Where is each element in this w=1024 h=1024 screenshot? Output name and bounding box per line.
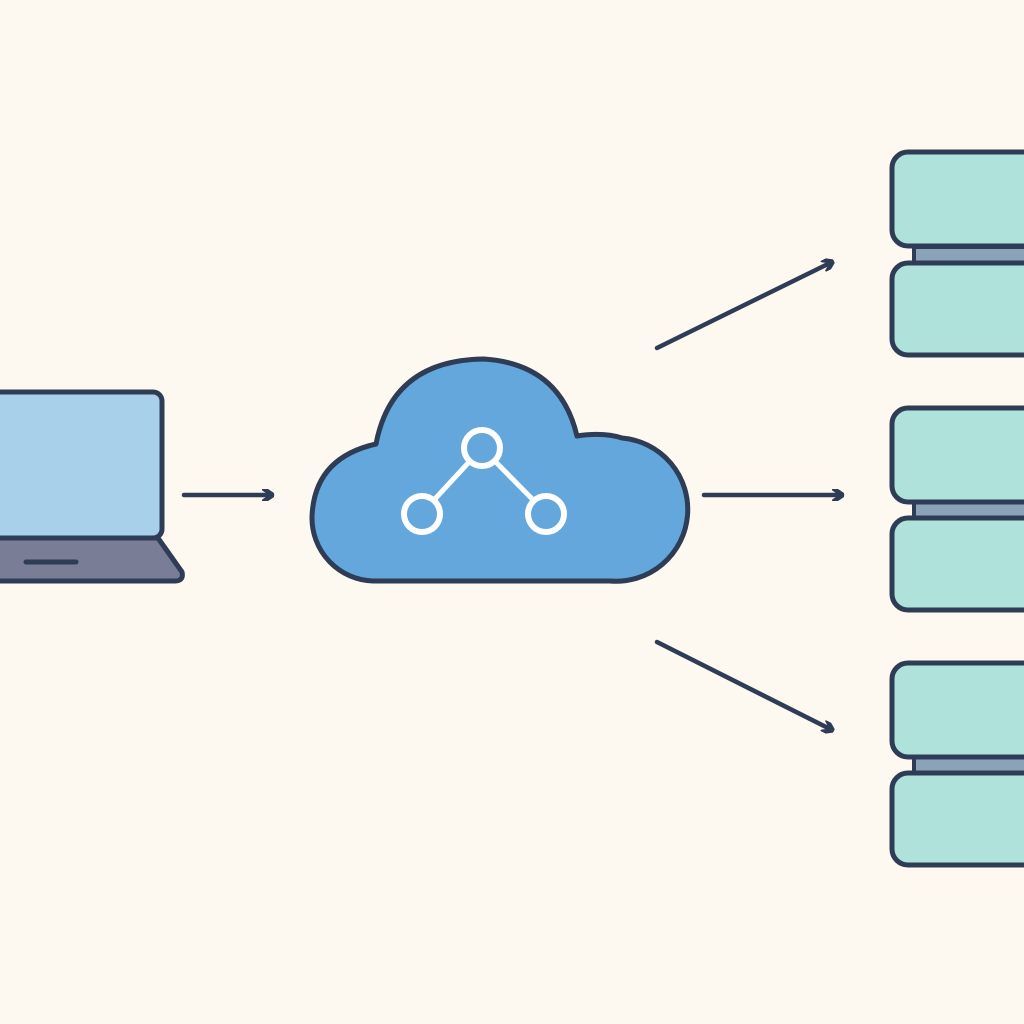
laptop-screen bbox=[0, 389, 165, 541]
network-share-icon bbox=[401, 427, 567, 535]
network-node-top bbox=[461, 427, 503, 469]
server-unit-top bbox=[889, 660, 1024, 760]
server-stack-3 bbox=[889, 660, 1024, 868]
server-unit-top bbox=[889, 149, 1024, 249]
cloud-icon bbox=[309, 356, 691, 584]
server-stack-2 bbox=[889, 405, 1024, 613]
edge-load-balancer-to-server-3 bbox=[654, 639, 832, 730]
server-unit-bottom bbox=[889, 770, 1024, 868]
server-stack-1 bbox=[889, 149, 1024, 358]
server-unit-bottom bbox=[889, 515, 1024, 613]
server-unit-top bbox=[889, 405, 1024, 505]
edge-load-balancer-to-server-1 bbox=[654, 262, 832, 351]
network-node-left bbox=[401, 493, 443, 535]
network-node-right bbox=[525, 493, 567, 535]
laptop-icon bbox=[0, 389, 185, 584]
server-unit-bottom bbox=[889, 260, 1024, 358]
laptop-base bbox=[0, 535, 185, 584]
